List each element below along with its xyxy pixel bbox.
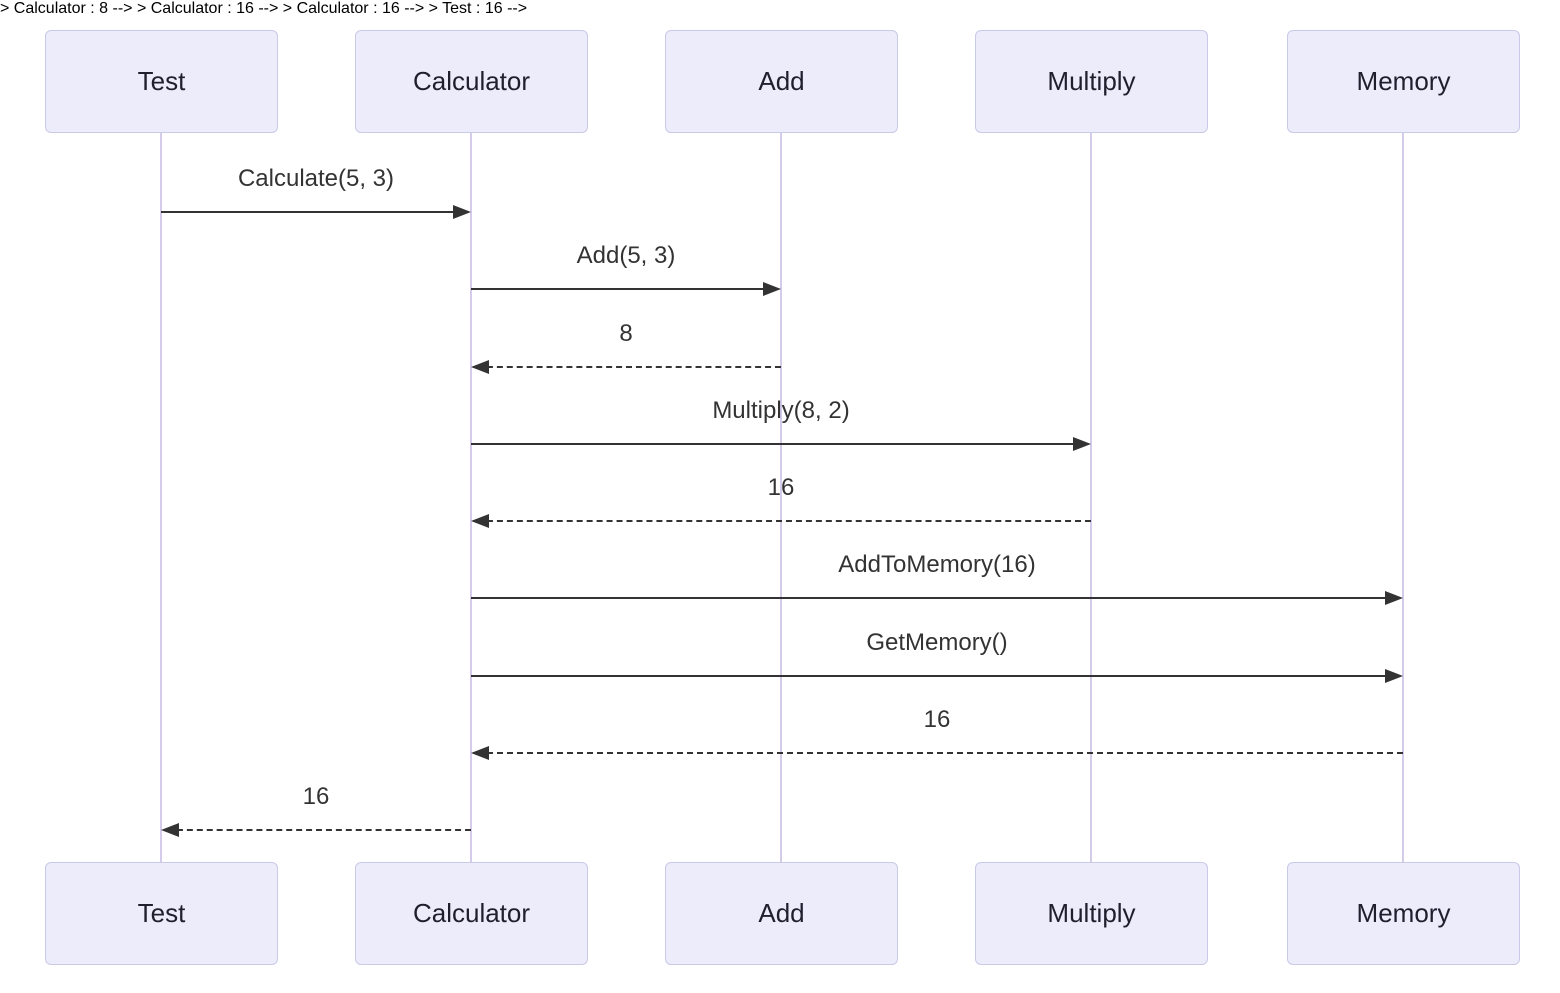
message-return-16-multiply: 16 [471,474,1091,536]
message-get-memory: GetMemory() [471,629,1403,691]
actor-box-add-top: Add [665,30,898,133]
actor-box-calculator-bottom: Calculator [355,862,588,965]
actor-label-multiply: Multiply [1047,66,1136,96]
message-label: Add(5, 3) [576,242,676,269]
message-line [477,752,1403,754]
actor-label-calculator: Calculator [412,898,531,928]
message-line [471,597,1397,599]
message-line [477,366,781,368]
actor-box-test-top: Test [45,30,278,133]
message-label: Calculate(5, 3) [237,165,395,192]
lifeline-test [160,133,162,863]
actor-box-multiply-bottom: Multiply [975,862,1208,965]
lifeline-add [780,133,782,863]
arrowhead-left-icon [471,360,489,374]
actor-label-add: Add [758,898,805,928]
arrowhead-right-icon [1073,437,1091,451]
actor-box-multiply-top: Multiply [975,30,1208,133]
actor-label-calculator: Calculator [412,66,531,96]
lifeline-multiply [1090,133,1092,863]
message-label: 16 [767,474,795,501]
message-label: Multiply(8, 2) [712,397,850,424]
lifeline-memory [1402,133,1404,863]
message-line [167,829,471,831]
arrowhead-right-icon [1385,591,1403,605]
message-label: AddToMemory(16) [838,551,1036,578]
message-add-to-memory: AddToMemory(16) [471,551,1403,613]
message-return-8: 8 [471,320,781,382]
message-line [477,520,1091,522]
message-return-16-memory: 16 [471,706,1403,768]
actor-box-test-bottom: Test [45,862,278,965]
arrowhead-left-icon [471,514,489,528]
arrowhead-left-icon [471,746,489,760]
actor-label-test: Test [137,898,186,928]
arrowhead-right-icon [453,205,471,219]
message-add: Add(5, 3) [471,242,781,304]
arrowhead-right-icon [1385,669,1403,683]
message-line [471,675,1397,677]
message-label: 8 [619,320,633,347]
message-return-16-test: 16 [161,783,471,845]
message-line [471,443,1085,445]
message-calculate: Calculate(5, 3) [161,165,471,227]
arrowhead-right-icon [763,282,781,296]
message-line [161,211,465,213]
actor-label-add: Add [758,66,805,96]
actor-label-test: Test [137,66,186,96]
actor-box-memory-bottom: Memory [1287,862,1520,965]
lifeline-calculator [470,133,472,863]
actor-label-multiply: Multiply [1047,898,1136,928]
actor-label-memory: Memory [1356,66,1451,96]
message-line [471,288,775,290]
arrowhead-left-icon [161,823,179,837]
message-label: GetMemory() [866,629,1008,656]
actor-box-calculator-top: Calculator [355,30,588,133]
message-label: 16 [302,783,330,810]
message-label: 16 [923,706,951,733]
message-multiply: Multiply(8, 2) [471,397,1091,459]
actor-box-add-bottom: Add [665,862,898,965]
actor-box-memory-top: Memory [1287,30,1520,133]
actor-label-memory: Memory [1356,898,1451,928]
